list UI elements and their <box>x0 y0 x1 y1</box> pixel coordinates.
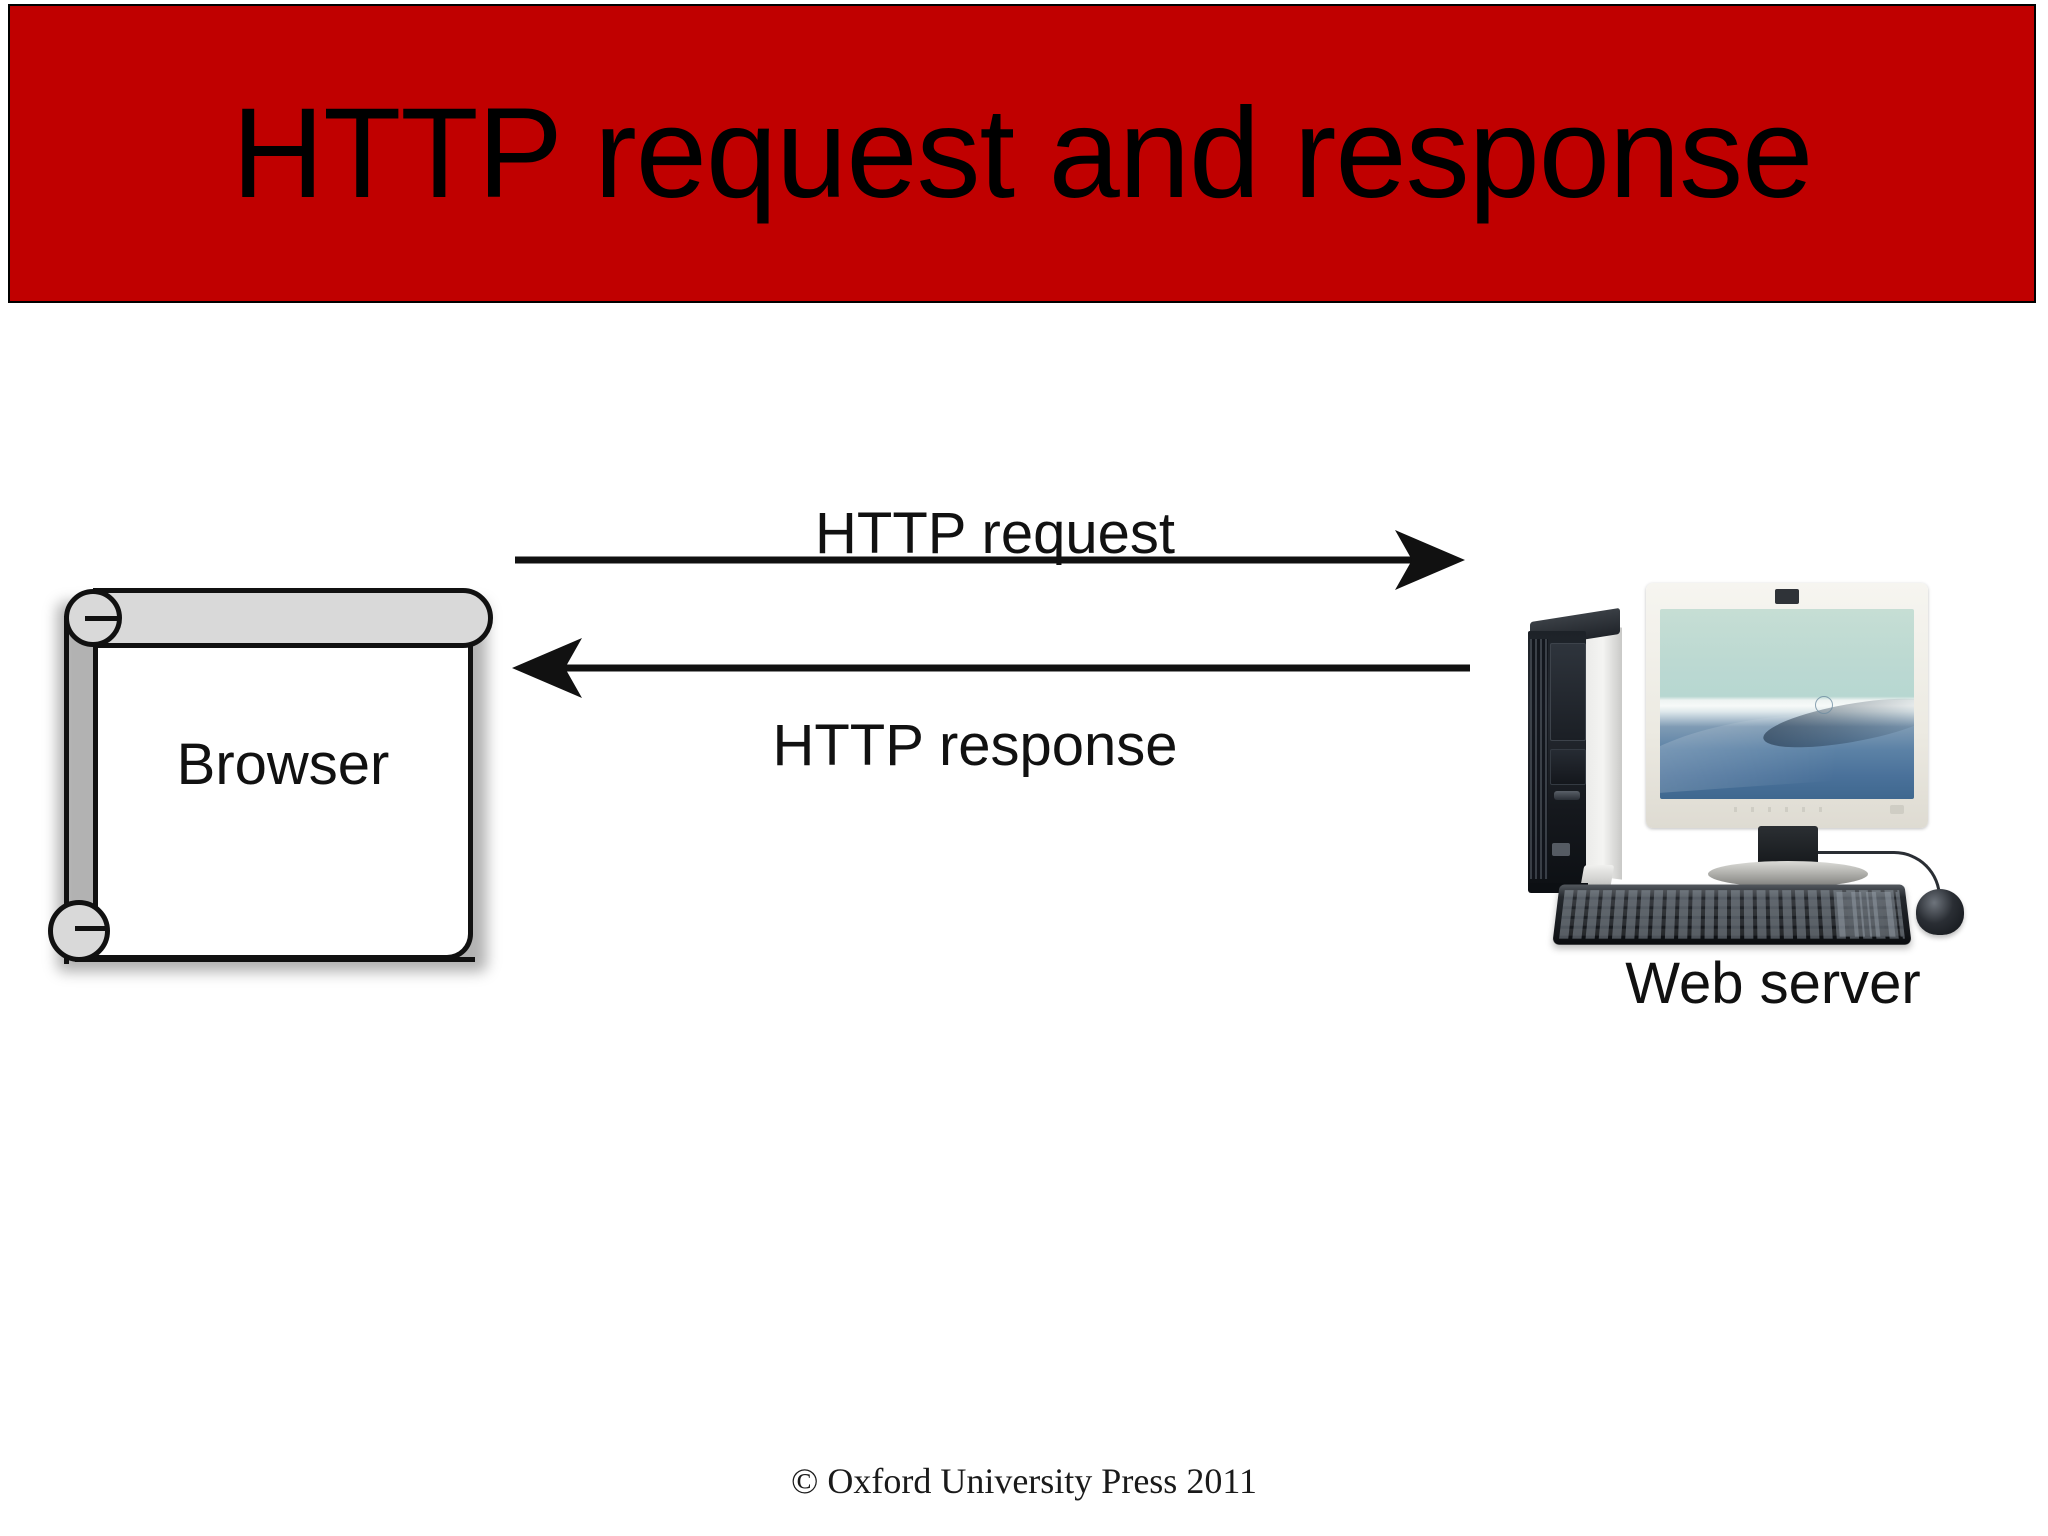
scroll-body <box>93 598 473 960</box>
monitor-brand-logo <box>1775 589 1799 604</box>
computer-tower-icon <box>1526 607 1622 893</box>
page-title: HTTP request and response <box>231 81 1814 225</box>
wallpaper-logo-icon <box>1814 696 1833 715</box>
left-arrow-icon <box>512 638 1470 698</box>
flow-arrows-group: HTTP request HTTP response <box>490 483 1500 903</box>
copyright-footer: © Oxford University Press 2011 <box>791 1461 1257 1501</box>
secondary-bay <box>1550 749 1586 785</box>
scroll-bottom-edge <box>75 957 475 962</box>
tower-front-panel <box>1528 631 1586 889</box>
monitor-icon <box>1646 583 1936 887</box>
browser-node[interactable]: Browser <box>45 588 515 988</box>
right-arrow-icon <box>515 530 1465 590</box>
monitor-screen <box>1660 609 1914 799</box>
http-response-label: HTTP response <box>772 713 1178 778</box>
web-server-node[interactable]: Web server <box>1518 583 2038 1023</box>
tower-vents <box>1530 639 1548 879</box>
tower-brand-logo <box>1552 843 1570 856</box>
mouse-icon <box>1916 889 1964 935</box>
web-server-label: Web server <box>1625 951 1921 1016</box>
power-button-icon <box>1554 791 1580 800</box>
keyboard-numpad <box>1836 892 1903 937</box>
monitor-power-button-icon <box>1890 805 1904 814</box>
scroll-left-edge <box>64 616 69 964</box>
tower-side-panel <box>1580 622 1622 880</box>
http-request-label: HTTP request <box>815 501 1175 566</box>
slide-title-bar: HTTP request and response <box>8 4 2036 303</box>
tower-base <box>1528 883 1588 893</box>
scroll-bottom-curl-notch <box>75 926 109 931</box>
optical-drive-bay <box>1550 643 1586 741</box>
browser-label: Browser <box>176 732 390 797</box>
scroll-top-roll <box>93 588 493 648</box>
keyboard-icon <box>1552 884 1912 945</box>
arrows-svg <box>512 530 1470 698</box>
monitor-bezel <box>1646 583 1928 828</box>
scroll-bottom-curl-icon <box>48 900 110 962</box>
scroll-top-curl-notch <box>85 616 119 621</box>
monitor-osd-buttons <box>1734 807 1834 812</box>
diagram-canvas: Browser HTTP request HTTP response <box>0 303 2048 1463</box>
